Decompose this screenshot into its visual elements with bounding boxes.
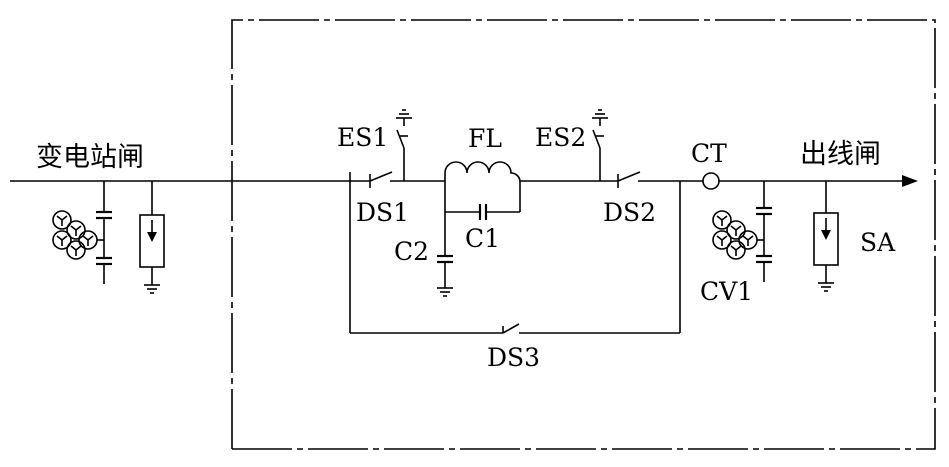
ds3-bypass-disconnector-icon [349, 181, 681, 334]
left-surge-arrester-icon [139, 181, 165, 294]
ct-label: CT [691, 139, 727, 168]
ds2-label: DS2 [603, 198, 656, 227]
sa-label: SA [860, 228, 896, 257]
es1-earthing-switch-icon [396, 109, 412, 181]
c2-label: C2 [394, 237, 429, 266]
enclosure-boundary [231, 19, 936, 450]
cv1-voltage-transformer-icon [712, 210, 764, 260]
c1-label: C1 [465, 224, 500, 253]
arrow-head-icon [902, 175, 918, 187]
substation-bay-label: 变电站闸 [36, 142, 144, 173]
cv1-label: CV1 [700, 277, 753, 306]
ds3-label: DS3 [487, 343, 540, 372]
ds2-disconnector-icon [617, 171, 641, 188]
left-coupling-capacitor-icon [96, 181, 112, 284]
es1-label: ES1 [337, 123, 388, 152]
ds1-disconnector-icon [349, 171, 393, 188]
outgoing-bay-label: 出线闸 [800, 139, 881, 170]
c2-capacitor-icon [437, 212, 453, 297]
ct-current-transformer-icon [702, 172, 720, 190]
es2-label: ES2 [535, 123, 586, 152]
cv1-coupling-capacitor-icon [756, 181, 772, 282]
fl-label: FL [468, 124, 502, 153]
es2-earthing-switch-icon [592, 109, 608, 181]
left-voltage-transformer-icon [52, 210, 104, 260]
ds1-label: DS1 [356, 198, 409, 227]
fl-reactor-coil-icon [444, 161, 521, 220]
sa-surge-arrester-icon [813, 181, 839, 292]
